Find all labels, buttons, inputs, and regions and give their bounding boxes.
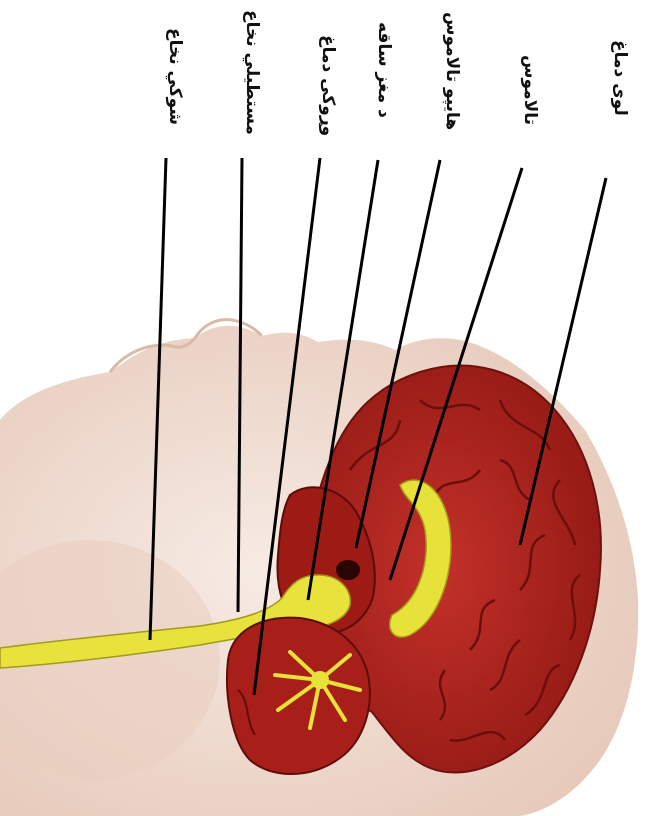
label-medulla: مستطیلي نخاع [242, 10, 262, 135]
label-hypothalamus: هایپو تالاموس [442, 12, 462, 130]
label-cerebrum: لوی دماغ [610, 40, 630, 116]
label-thalamus: تالاموس [520, 55, 540, 125]
cerebellum [227, 618, 370, 774]
label-brainstem: د مغز ساقه [374, 22, 394, 118]
label-cerebellum: وړوکی دماغ [318, 35, 338, 136]
arbor-center [311, 671, 329, 689]
label-spinal-cord: شوکي نخاع [165, 28, 185, 125]
brainstem-dark-spot [336, 560, 360, 580]
